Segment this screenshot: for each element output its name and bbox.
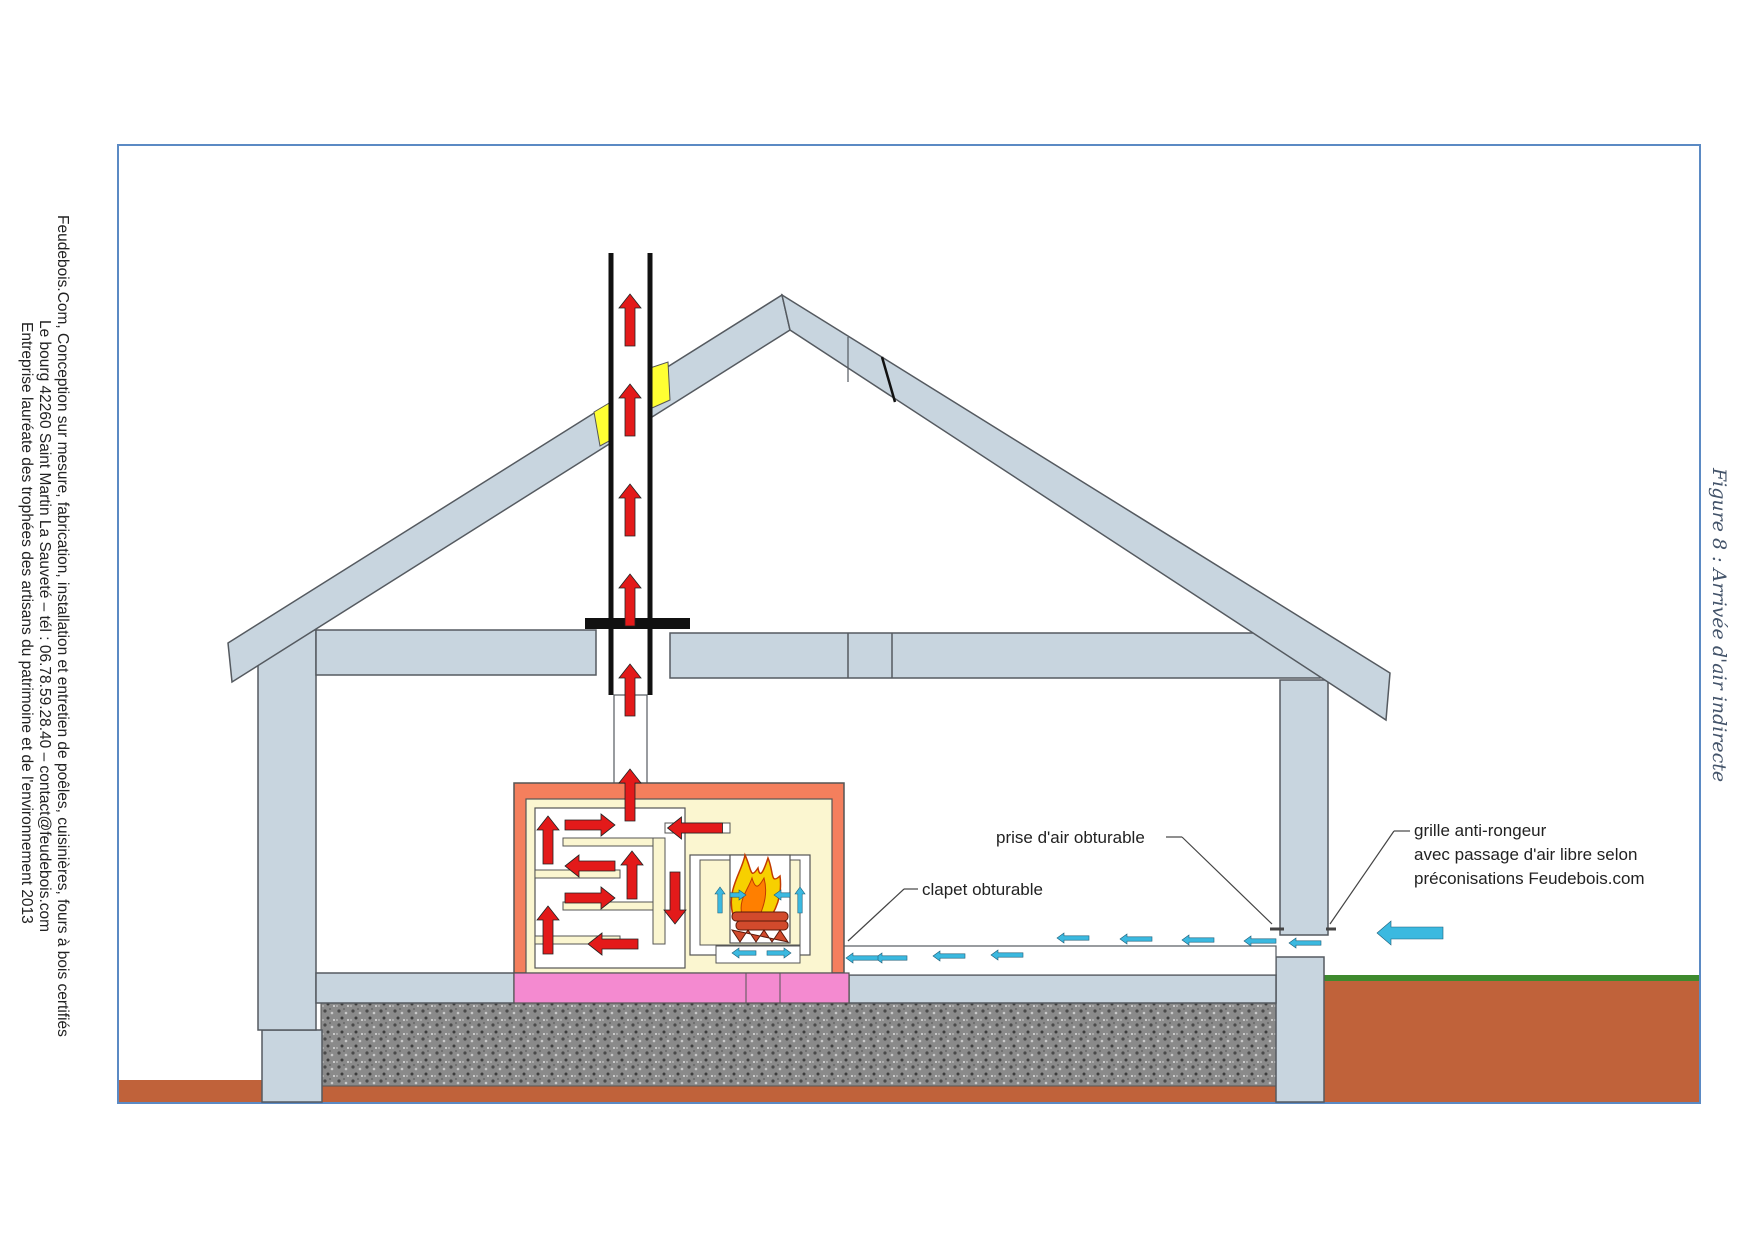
blue-arrow-icon [874, 952, 908, 964]
company-line1: Feudebois.Com, Conception sur mesure, fa… [54, 215, 71, 1037]
figure-caption-group: Figure 8 : Arrivée d'air indirecte [1708, 467, 1730, 782]
gravel-bed [320, 1002, 1277, 1087]
company-line2: Le bourg 42260 Saint Martin La Sauveté –… [36, 320, 53, 932]
blue-arrow-icon [1288, 937, 1322, 949]
roof-left-slope [227, 293, 791, 684]
roof-right-slope [780, 293, 1391, 722]
left-foundation [261, 1029, 323, 1103]
blue-arrow-icon [731, 947, 757, 959]
red-arrow-icon [666, 816, 723, 840]
diagram-frame [117, 144, 1701, 1104]
red-arrow-icon [564, 813, 616, 837]
blue-arrow-icon [1119, 933, 1153, 945]
red-arrow-icon [618, 383, 642, 437]
red-arrow-icon [618, 483, 642, 537]
blue-arrow-icon [1181, 934, 1215, 946]
clapet-label: clapet obturable [922, 880, 1043, 899]
air-arrows [714, 886, 1444, 964]
prise-air-leader [1181, 836, 1273, 925]
red-arrow-icon [618, 573, 642, 627]
red-arrow-icon [536, 905, 560, 955]
blue-arrow-icon [845, 952, 879, 964]
red-arrow-icon [620, 850, 644, 900]
grille-label-line3: préconisations Feudebois.com [1414, 869, 1645, 888]
red-arrow-icon [618, 768, 642, 822]
grille-label-line2: avec passage d'air libre selon [1414, 845, 1637, 864]
clapet-leader [847, 888, 905, 942]
grille-label-line1: grille anti-rongeur [1414, 821, 1547, 840]
blue-arrow-icon [1056, 932, 1090, 944]
chimney-seal-right [649, 361, 671, 409]
figure-caption: Figure 8 : Arrivée d'air indirecte [1708, 467, 1730, 782]
ground-left [119, 1080, 263, 1102]
flue-arrows [536, 293, 723, 956]
red-arrow-icon [663, 871, 687, 925]
blue-arrow-icon [714, 886, 726, 914]
prise-air-label: prise d'air obturable [996, 828, 1145, 847]
ground-right [1322, 981, 1699, 1102]
blue-arrow-icon [1243, 935, 1277, 947]
stove-insulation [513, 972, 850, 1004]
grille-leader [1329, 830, 1395, 925]
right-foundation [1275, 956, 1325, 1103]
company-side-text: Feudebois.Com, Conception sur mesure, fa… [18, 215, 71, 1037]
right-wall [1279, 679, 1329, 936]
ceiling-left [315, 629, 597, 676]
red-arrow-icon [564, 854, 616, 878]
ground-under-slab [263, 1086, 1277, 1102]
blue-arrow-icon [932, 950, 966, 962]
red-arrow-icon [536, 815, 560, 865]
red-arrow-icon [618, 293, 642, 347]
floor-slab-right [848, 974, 1277, 1004]
blue-arrow-icon [1376, 920, 1444, 946]
blue-arrow-icon [766, 947, 792, 959]
red-arrow-icon [587, 932, 639, 956]
red-arrow-icon [564, 886, 616, 910]
blue-arrow-icon [794, 886, 806, 914]
left-wall [257, 629, 317, 1031]
stove-channel-divider [652, 837, 666, 945]
blue-arrow-icon [729, 889, 747, 901]
company-line3: Entreprise lauréate des trophées des art… [18, 322, 35, 924]
ceiling-right [669, 632, 1321, 679]
fire-icon [730, 852, 790, 943]
stove-baffle-1 [562, 837, 654, 847]
blue-arrow-icon [773, 889, 791, 901]
blue-arrow-icon [990, 949, 1024, 961]
grass-strip [1322, 975, 1699, 981]
floor-slab-left [315, 972, 515, 1004]
roof-joint-2 [880, 356, 897, 403]
ceiling-plate [585, 618, 690, 629]
red-arrow-icon [618, 663, 642, 717]
